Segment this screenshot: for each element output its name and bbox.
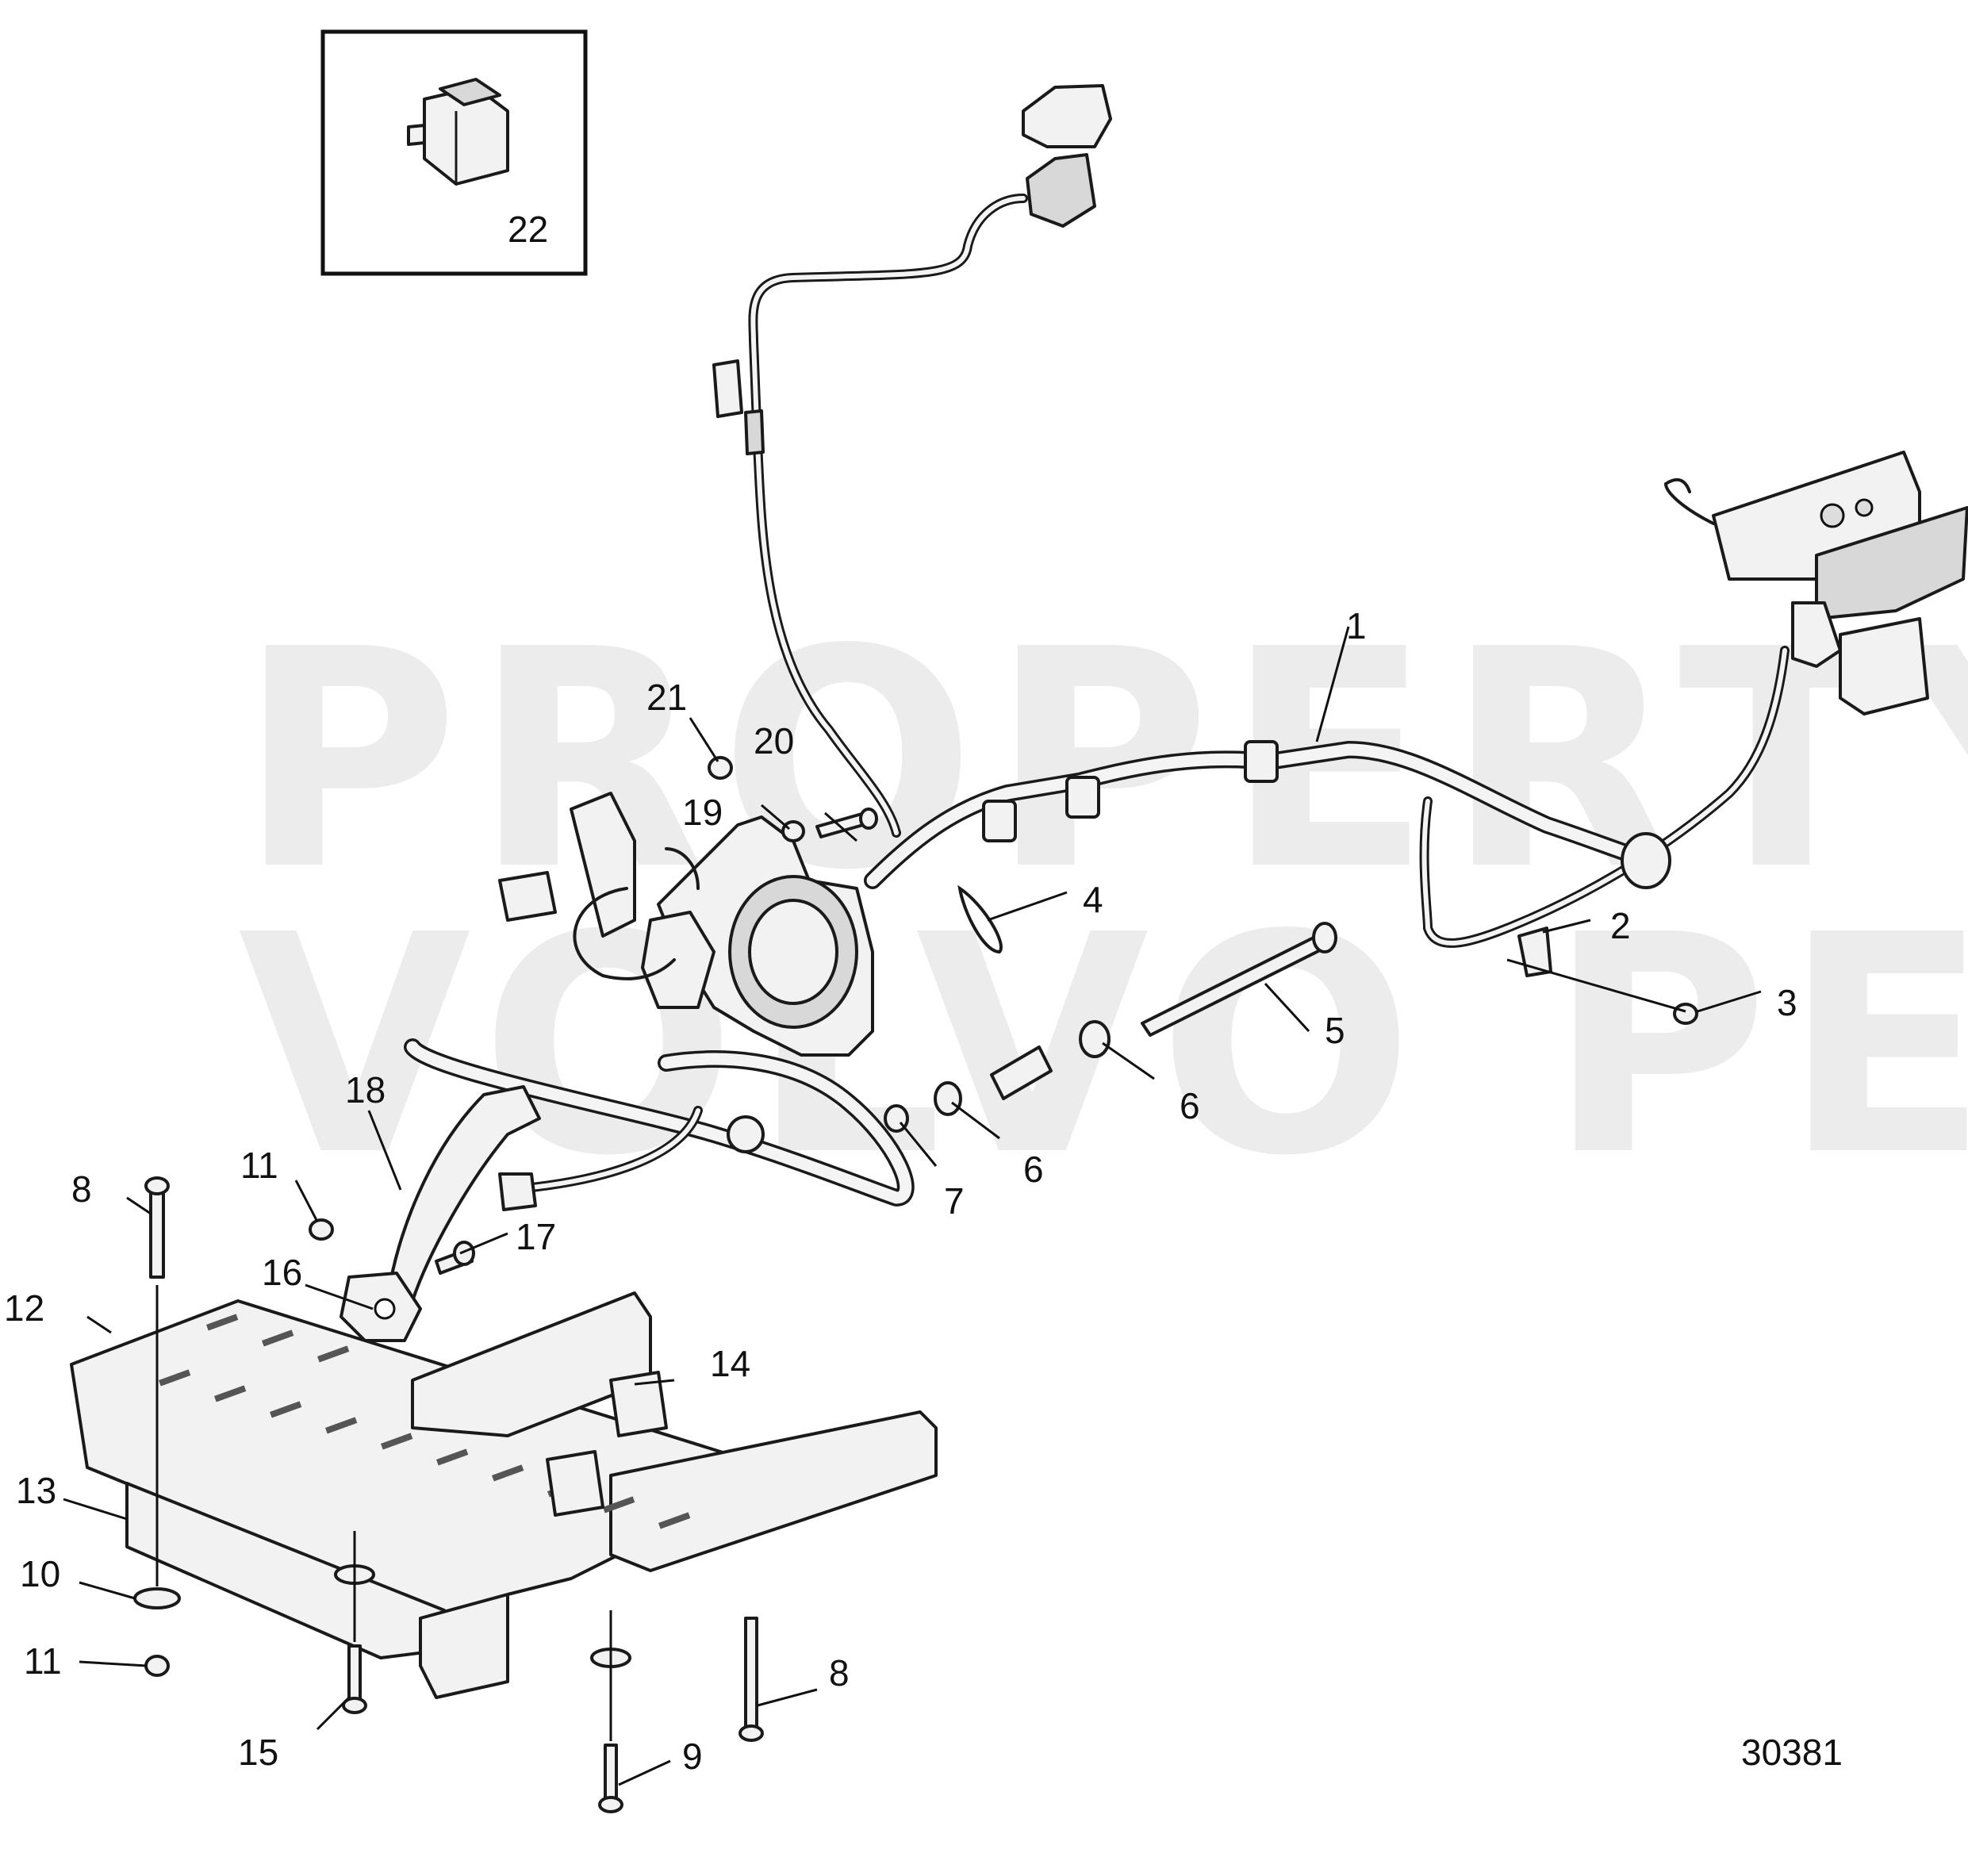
callout-17: 17: [516, 1216, 556, 1257]
bolt-20: [815, 808, 878, 838]
bracket-14: [546, 1371, 668, 1517]
callout-18: 18: [345, 1069, 386, 1111]
callout-14: 14: [710, 1343, 750, 1384]
callout-20: 20: [754, 720, 794, 762]
bolt-17: [435, 1241, 475, 1275]
bolt-3: [1673, 1003, 1698, 1025]
inset-frame: [320, 29, 588, 276]
washer-10: [133, 1587, 181, 1609]
callout-1: 1: [1346, 605, 1367, 646]
callout-labels: 1 2 3 4 5 6 6 7 8 8 9 10 11 11 12 13 14 …: [4, 605, 1843, 1777]
bracket-18: [340, 1085, 541, 1342]
callout-5: 5: [1325, 1010, 1345, 1051]
washer-6-left: [934, 1081, 962, 1116]
main-harness-1: [864, 646, 1790, 948]
alternator: [498, 792, 874, 1057]
bolt-8-left: [144, 1176, 170, 1279]
callout-16: 16: [262, 1252, 302, 1293]
hose-loop: [404, 1038, 915, 1211]
bolt-5: [1141, 922, 1337, 1037]
callout-7: 7: [944, 1180, 965, 1222]
leader-lines: [63, 626, 1762, 1786]
nut-21: [708, 756, 733, 780]
mounting-tray-12: [70, 1291, 938, 1699]
callout-9: 9: [682, 1736, 703, 1777]
inset-box: 22: [320, 29, 588, 276]
cable-strap-4: [957, 884, 1003, 954]
callout-3: 3: [1777, 982, 1797, 1023]
callout-4: 4: [1083, 879, 1103, 920]
callout-2: 2: [1610, 905, 1631, 946]
washer-6-right: [1079, 1020, 1111, 1058]
callout-11-top: 11: [240, 1145, 278, 1186]
callout-8-right: 8: [829, 1652, 850, 1694]
callout-15: 15: [238, 1732, 278, 1773]
bolt-9: [598, 1744, 623, 1813]
fuse-relay-box: [1663, 451, 1968, 715]
tray-slots: [159, 1314, 691, 1529]
callout-6-right: 6: [1180, 1085, 1200, 1126]
drawing-number: 30381: [1741, 1732, 1843, 1773]
relay-module-22: [407, 78, 509, 186]
nut-11-bottom: [144, 1655, 170, 1677]
callout-22: 22: [508, 209, 548, 250]
nut-11-top: [309, 1218, 334, 1241]
callout-13: 13: [16, 1470, 56, 1511]
sensor-cable-assembly: [712, 84, 1112, 838]
callout-8-left: 8: [71, 1168, 92, 1210]
spacer-sleeve: [990, 1045, 1053, 1100]
callout-12: 12: [4, 1287, 44, 1329]
callout-11-bottom: 11: [24, 1640, 62, 1682]
callout-21: 21: [646, 677, 687, 718]
bolt-8-right: [738, 1617, 764, 1742]
bolt-15: [342, 1644, 367, 1714]
callout-6-left: 6: [1023, 1149, 1044, 1190]
callout-19: 19: [682, 792, 723, 833]
callout-10: 10: [20, 1553, 60, 1594]
